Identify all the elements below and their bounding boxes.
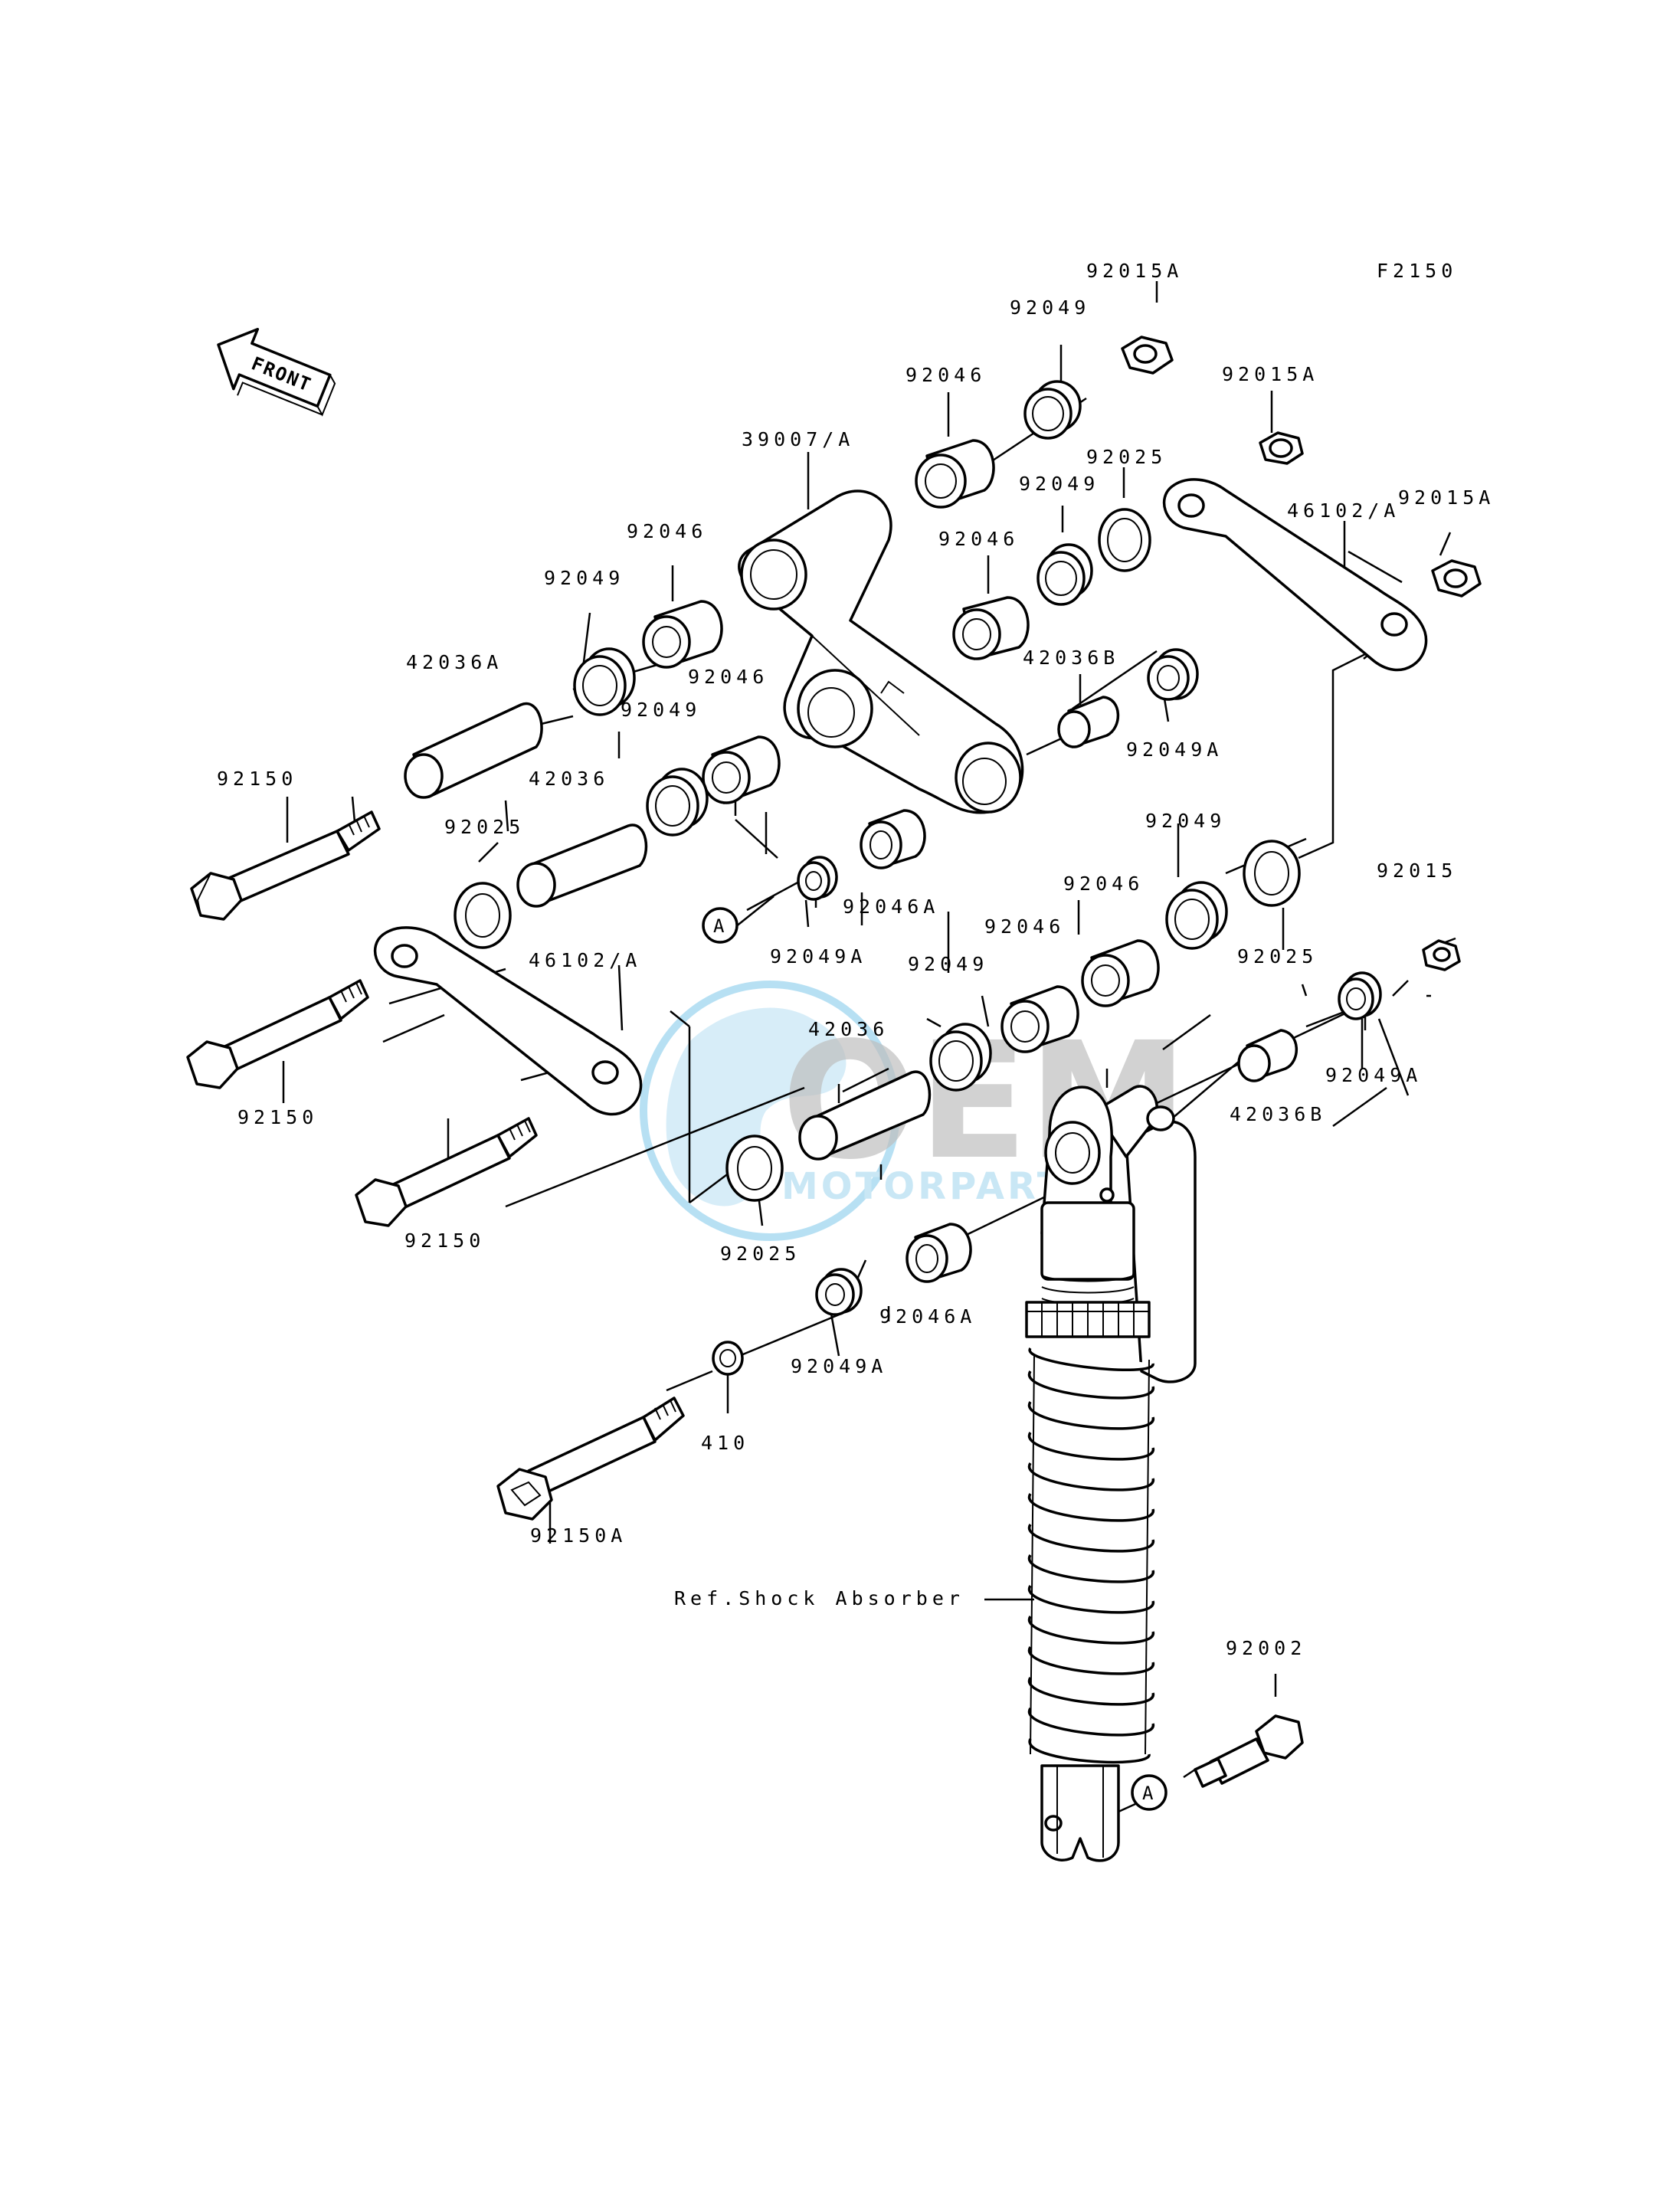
washer-92025-right: [1243, 840, 1301, 907]
label-92150-1: 92150: [217, 768, 297, 790]
label-92049A-2: 92049A: [770, 945, 866, 968]
link-46102A-left: [374, 926, 643, 1116]
collar-92049-lower: [929, 1023, 992, 1092]
reference-marker-a-lower: A: [1131, 1774, 1167, 1811]
label-46102A-2: 46102/A: [529, 949, 641, 971]
washer-92049A-lower: [815, 1268, 863, 1316]
washer-92025-top: [1098, 508, 1151, 572]
label-92049-1: 92049: [1010, 296, 1090, 319]
collar-92049-mid: [1036, 543, 1093, 606]
label-92015: 92015: [1377, 859, 1457, 882]
front-direction-arrow: FRONT: [217, 328, 336, 417]
washer-92049A-right: [1338, 971, 1382, 1020]
nut-92015A-mid: [1259, 431, 1304, 465]
link-connector-right: [1298, 642, 1387, 859]
label-92046A-1: 92046A: [843, 895, 939, 918]
label-92025-4: 92025: [720, 1243, 801, 1265]
label-42036A: 42036A: [406, 651, 503, 673]
part-labels: F2150 92015A 92049 92046 39007/A 92015A …: [217, 260, 1495, 1659]
bearing-92046-left2: [702, 735, 781, 804]
collar-42036B-lower: [1237, 1029, 1298, 1082]
bearing-92046A-upper: [860, 809, 926, 869]
collar-92049-top: [1023, 380, 1082, 440]
label-42036B-2: 42036B: [1230, 1103, 1326, 1125]
washer-410: [712, 1341, 744, 1376]
bolt-92150A: [496, 1396, 685, 1521]
label-92046-4: 92046: [688, 666, 768, 688]
label-42036-1: 42036: [529, 768, 609, 790]
label-92049A-3: 92049A: [1325, 1064, 1422, 1086]
label-92150-3: 92150: [404, 1229, 485, 1252]
bolt-92150-middle: [186, 979, 369, 1089]
label-92025-3: 92025: [1237, 945, 1318, 968]
link-46102A-top: [1163, 478, 1428, 672]
bolt-92150-lower: [355, 1117, 538, 1227]
bearing-92046-lower: [1000, 985, 1079, 1053]
washer-92025-left: [454, 882, 512, 949]
shock-absorber: [1025, 1085, 1197, 1862]
marker-a-upper-label: A: [713, 915, 725, 937]
label-92002: 92002: [1226, 1637, 1306, 1659]
bearing-92046-mid: [952, 596, 1030, 660]
collar-92049-lower-right: [1165, 881, 1228, 950]
label-92046-6: 92046: [984, 915, 1065, 938]
label-92015A-1: 92015A: [1086, 260, 1183, 282]
sleeve-42036-upper: [516, 823, 648, 908]
bearing-92046A-lower: [905, 1223, 972, 1283]
rocker-arm-39007A: [738, 489, 1024, 814]
collar-92049-left2: [646, 768, 709, 837]
label-92046A-2: 92046A: [879, 1305, 976, 1328]
label-92049-2: 92049: [1019, 473, 1099, 495]
reference-marker-a-upper: A: [702, 907, 738, 944]
bearing-92046-left: [642, 600, 723, 669]
label-42036B-1: 42036B: [1023, 647, 1119, 669]
bearing-92046-top: [915, 439, 995, 509]
label-92046-3: 92046: [938, 528, 1019, 550]
sleeve-42036-lower: [798, 1070, 932, 1161]
label-92049-4: 92049: [621, 699, 701, 721]
label-39007A: 39007/A: [742, 428, 854, 450]
label-92150-2: 92150: [237, 1106, 318, 1128]
bolt-92002: [1194, 1714, 1304, 1788]
label-42036-2: 42036: [808, 1018, 889, 1040]
label-92049-3: 92049: [544, 567, 624, 589]
label-46102A-1: 46102/A: [1287, 499, 1400, 522]
label-92015A-3: 92015A: [1398, 486, 1495, 509]
label-92046-1: 92046: [905, 364, 986, 386]
label-92150A: 92150A: [530, 1524, 627, 1547]
bearing-92046-lower2: [1081, 939, 1160, 1007]
sleeve-42036A: [404, 702, 543, 799]
watermark-subtitle: MOTORPARTS: [781, 1165, 1095, 1208]
collar-92049-left: [573, 647, 636, 716]
label-92015A-2: 92015A: [1222, 363, 1318, 385]
nut-92015A-top: [1121, 336, 1174, 375]
label-92049A-1: 92049A: [1126, 738, 1223, 761]
label-92025-1: 92025: [1086, 446, 1167, 468]
label-92025-2: 92025: [444, 816, 525, 838]
label-92049A-4: 92049A: [791, 1355, 887, 1377]
washer-92025-lower: [725, 1135, 784, 1202]
label-ref-shock-absorber: Ref.Shock Absorber: [674, 1587, 964, 1609]
nut-92015: [1422, 939, 1461, 971]
collar-42036B-upper: [1057, 696, 1120, 748]
marker-a-lower-label: A: [1142, 1783, 1154, 1804]
shock-spring: [1027, 1347, 1154, 1764]
nut-92015A-right: [1431, 559, 1482, 598]
washer-92049A-upper: [1147, 648, 1199, 701]
label-92046-5: 92046: [1063, 873, 1144, 895]
diagram-code: F2150: [1377, 260, 1457, 282]
label-410: 410: [701, 1432, 749, 1454]
label-92049-5: 92049: [1145, 810, 1226, 832]
label-92046-2: 92046: [627, 520, 707, 542]
label-92049-6: 92049: [908, 953, 988, 975]
bolt-92150-top: [190, 810, 381, 921]
washer-92049A-left: [797, 856, 838, 901]
